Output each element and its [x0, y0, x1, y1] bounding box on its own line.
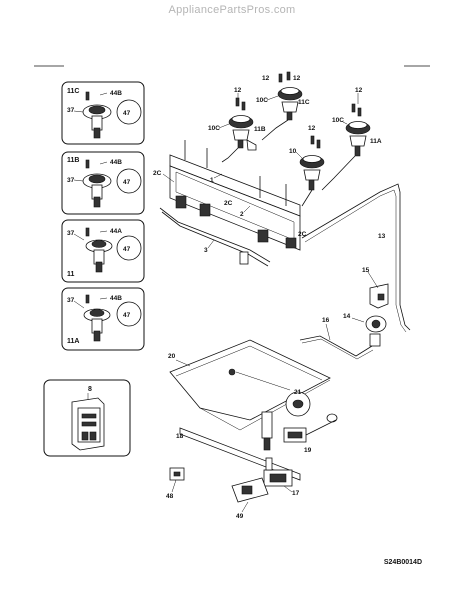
- bracket-49[interactable]: [231, 477, 269, 503]
- callout-10c-c: 10C: [332, 117, 344, 124]
- callout-18: 18: [176, 433, 184, 440]
- spark-module-art: [71, 393, 105, 451]
- callout-21: 21: [294, 389, 302, 396]
- inset-11b-group-label: 11B: [67, 157, 79, 164]
- inset-11c-left-label: 37: [67, 107, 75, 114]
- safety-valve-17[interactable]: [263, 457, 293, 487]
- inset-11c-group-label: 11C: [67, 88, 79, 95]
- inset-11b-circle-label: 47: [123, 179, 131, 186]
- callout-13: 13: [378, 233, 386, 240]
- callout-2c-c: 2C: [298, 231, 307, 238]
- oven-burner-20[interactable]: [169, 339, 331, 431]
- gas-tube-16[interactable]: [299, 335, 373, 357]
- callout-14: 14: [343, 313, 351, 320]
- inset-8-label: 8: [88, 386, 92, 393]
- callout-12-c: 12: [234, 87, 242, 94]
- callout-10: 10: [289, 148, 297, 155]
- inset-box-11[interactable]: 44A 37 11 47: [61, 219, 145, 283]
- inset-11-circle: [116, 235, 142, 261]
- burner-right-rear[interactable]: [277, 71, 303, 121]
- oven-igniter-19[interactable]: [261, 411, 337, 451]
- callout-20: 20: [168, 353, 176, 360]
- callout-3: 3: [204, 247, 208, 254]
- callout-48: 48: [166, 493, 174, 500]
- gas-tube-13[interactable]: [301, 183, 411, 331]
- inset-11-top-right-label: 44A: [110, 228, 122, 235]
- callout-11b: 11B: [254, 126, 266, 133]
- inset-11a-left-label: 37: [67, 297, 75, 304]
- callout-49: 49: [236, 513, 244, 520]
- callout-12-e: 12: [308, 125, 316, 132]
- inset-11b-circle: [116, 168, 142, 194]
- callout-2c-b: 2C: [224, 200, 233, 207]
- callout-19: 19: [304, 447, 312, 454]
- inset-11-circle-label: 47: [123, 246, 131, 253]
- bracket-48[interactable]: [169, 467, 185, 481]
- inset-11b-left-label: 37: [67, 177, 75, 184]
- callout-11a: 11A: [370, 138, 382, 145]
- inset-11c-circle: [116, 99, 142, 125]
- callout-10c-a: 10C: [256, 97, 268, 104]
- inset-11c-valve-art: [73, 91, 112, 139]
- callout-12-b: 12: [293, 75, 301, 82]
- callout-11c: 11C: [298, 99, 310, 106]
- callout-17: 17: [292, 490, 300, 497]
- inset-box-8[interactable]: 8: [43, 379, 131, 457]
- bracket-15[interactable]: [369, 283, 389, 309]
- burner-right-front[interactable]: [345, 103, 371, 157]
- inset-11a-circle-label: 47: [123, 312, 131, 319]
- manifold-assembly[interactable]: [159, 119, 356, 267]
- callout-12-a: 12: [262, 75, 270, 82]
- inset-11a-bottom-label: 11A: [67, 338, 79, 345]
- inset-11-bottom-label: 11: [67, 271, 75, 278]
- watermark: AppliancePartsPros.com: [168, 4, 296, 16]
- inset-11a-circle: [116, 301, 142, 327]
- inset-11a-top-right-label: 44B: [110, 295, 122, 302]
- callout-12-d: 12: [355, 87, 363, 94]
- inset-11-left-label: 37: [67, 230, 75, 237]
- inset-11b-top-right-label: 44B: [110, 159, 122, 166]
- callout-10c-b: 10C: [208, 125, 220, 132]
- inset-box-11c[interactable]: 11C 44B 37 47: [61, 81, 145, 145]
- inset-11-valve-art: [73, 227, 113, 273]
- inset-11c-top-right-label: 44B: [110, 90, 122, 97]
- callout-16: 16: [322, 317, 330, 324]
- inset-11b-valve-art: [73, 159, 112, 208]
- callout-1: 1: [210, 177, 214, 184]
- callout-2c-a: 2C: [153, 170, 162, 177]
- inset-11a-valve-art: [73, 294, 111, 342]
- pressure-regulator-14[interactable]: [365, 315, 387, 347]
- burner-center-front[interactable]: [299, 135, 325, 191]
- diagram-code: S24B0014D: [383, 559, 422, 566]
- callout-15: 15: [362, 267, 370, 274]
- orifice-21[interactable]: [285, 391, 338, 423]
- inset-box-11b[interactable]: 11B 44B 37 47: [61, 151, 145, 215]
- inset-11c-circle-label: 47: [123, 110, 131, 117]
- inset-box-11a[interactable]: 44B 37 11A 47: [61, 287, 145, 351]
- callout-2: 2: [240, 211, 244, 218]
- burner-left-rear[interactable]: [228, 97, 257, 151]
